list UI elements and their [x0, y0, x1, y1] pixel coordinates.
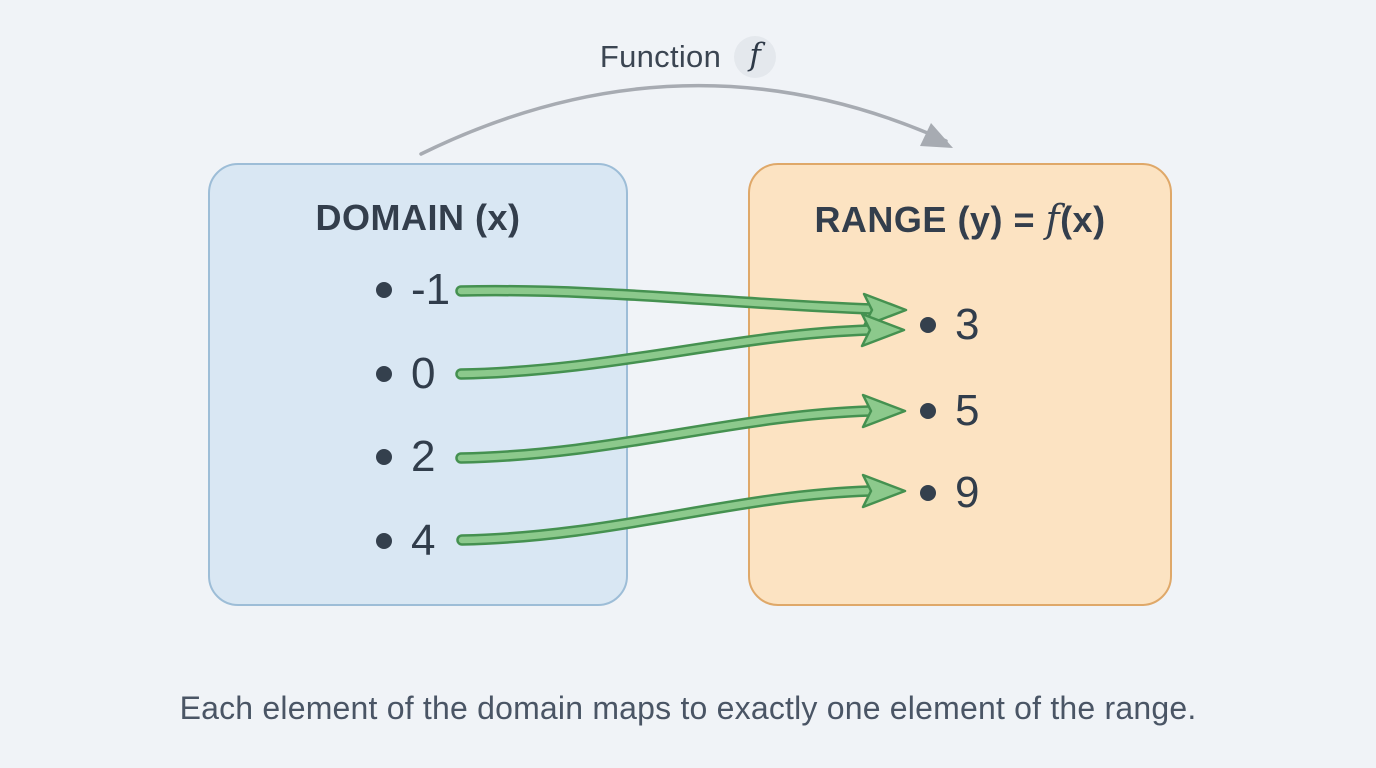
range-item: 9 [920, 465, 979, 521]
range-header-suffix: (x) [1060, 199, 1106, 240]
bullet-dot [376, 366, 392, 382]
range-value: 5 [955, 386, 980, 435]
domain-item: 4 [376, 513, 435, 569]
bullet-dot [376, 282, 392, 298]
range-value: 3 [955, 300, 980, 349]
function-symbol: f [1045, 197, 1061, 241]
domain-item: -1 [376, 262, 450, 318]
domain-box: DOMAIN (x) -1 0 2 4 [208, 163, 628, 606]
range-value: 9 [955, 468, 980, 517]
range-header-prefix: RANGE (y) = [814, 199, 1046, 240]
caption: Each element of the domain maps to exact… [179, 690, 1197, 726]
bullet-dot [376, 533, 392, 549]
bullet-dot [376, 449, 392, 465]
function-arrowhead [920, 123, 953, 148]
domain-value: -1 [411, 265, 451, 314]
domain-value: 0 [411, 349, 436, 398]
bullet-dot [920, 317, 936, 333]
range-box: RANGE (y) = f(x) 3 5 9 [748, 163, 1172, 606]
bullet-dot [920, 485, 936, 501]
domain-value: 2 [411, 432, 436, 481]
range-item: 3 [920, 297, 979, 353]
function-symbol-badge: f [734, 36, 777, 78]
title-label: Function [599, 39, 722, 74]
domain-item: 2 [376, 429, 435, 485]
domain-header: DOMAIN (x) [315, 197, 521, 238]
domain-value: 4 [411, 516, 436, 565]
range-header: RANGE (y) = f(x) [750, 197, 1170, 241]
diagram-title: Function f [0, 36, 1376, 78]
function-symbol: f [749, 36, 761, 73]
range-item: 5 [920, 383, 979, 439]
domain-item: 0 [376, 346, 435, 402]
function-arrow [419, 83, 953, 156]
bullet-dot [920, 403, 936, 419]
